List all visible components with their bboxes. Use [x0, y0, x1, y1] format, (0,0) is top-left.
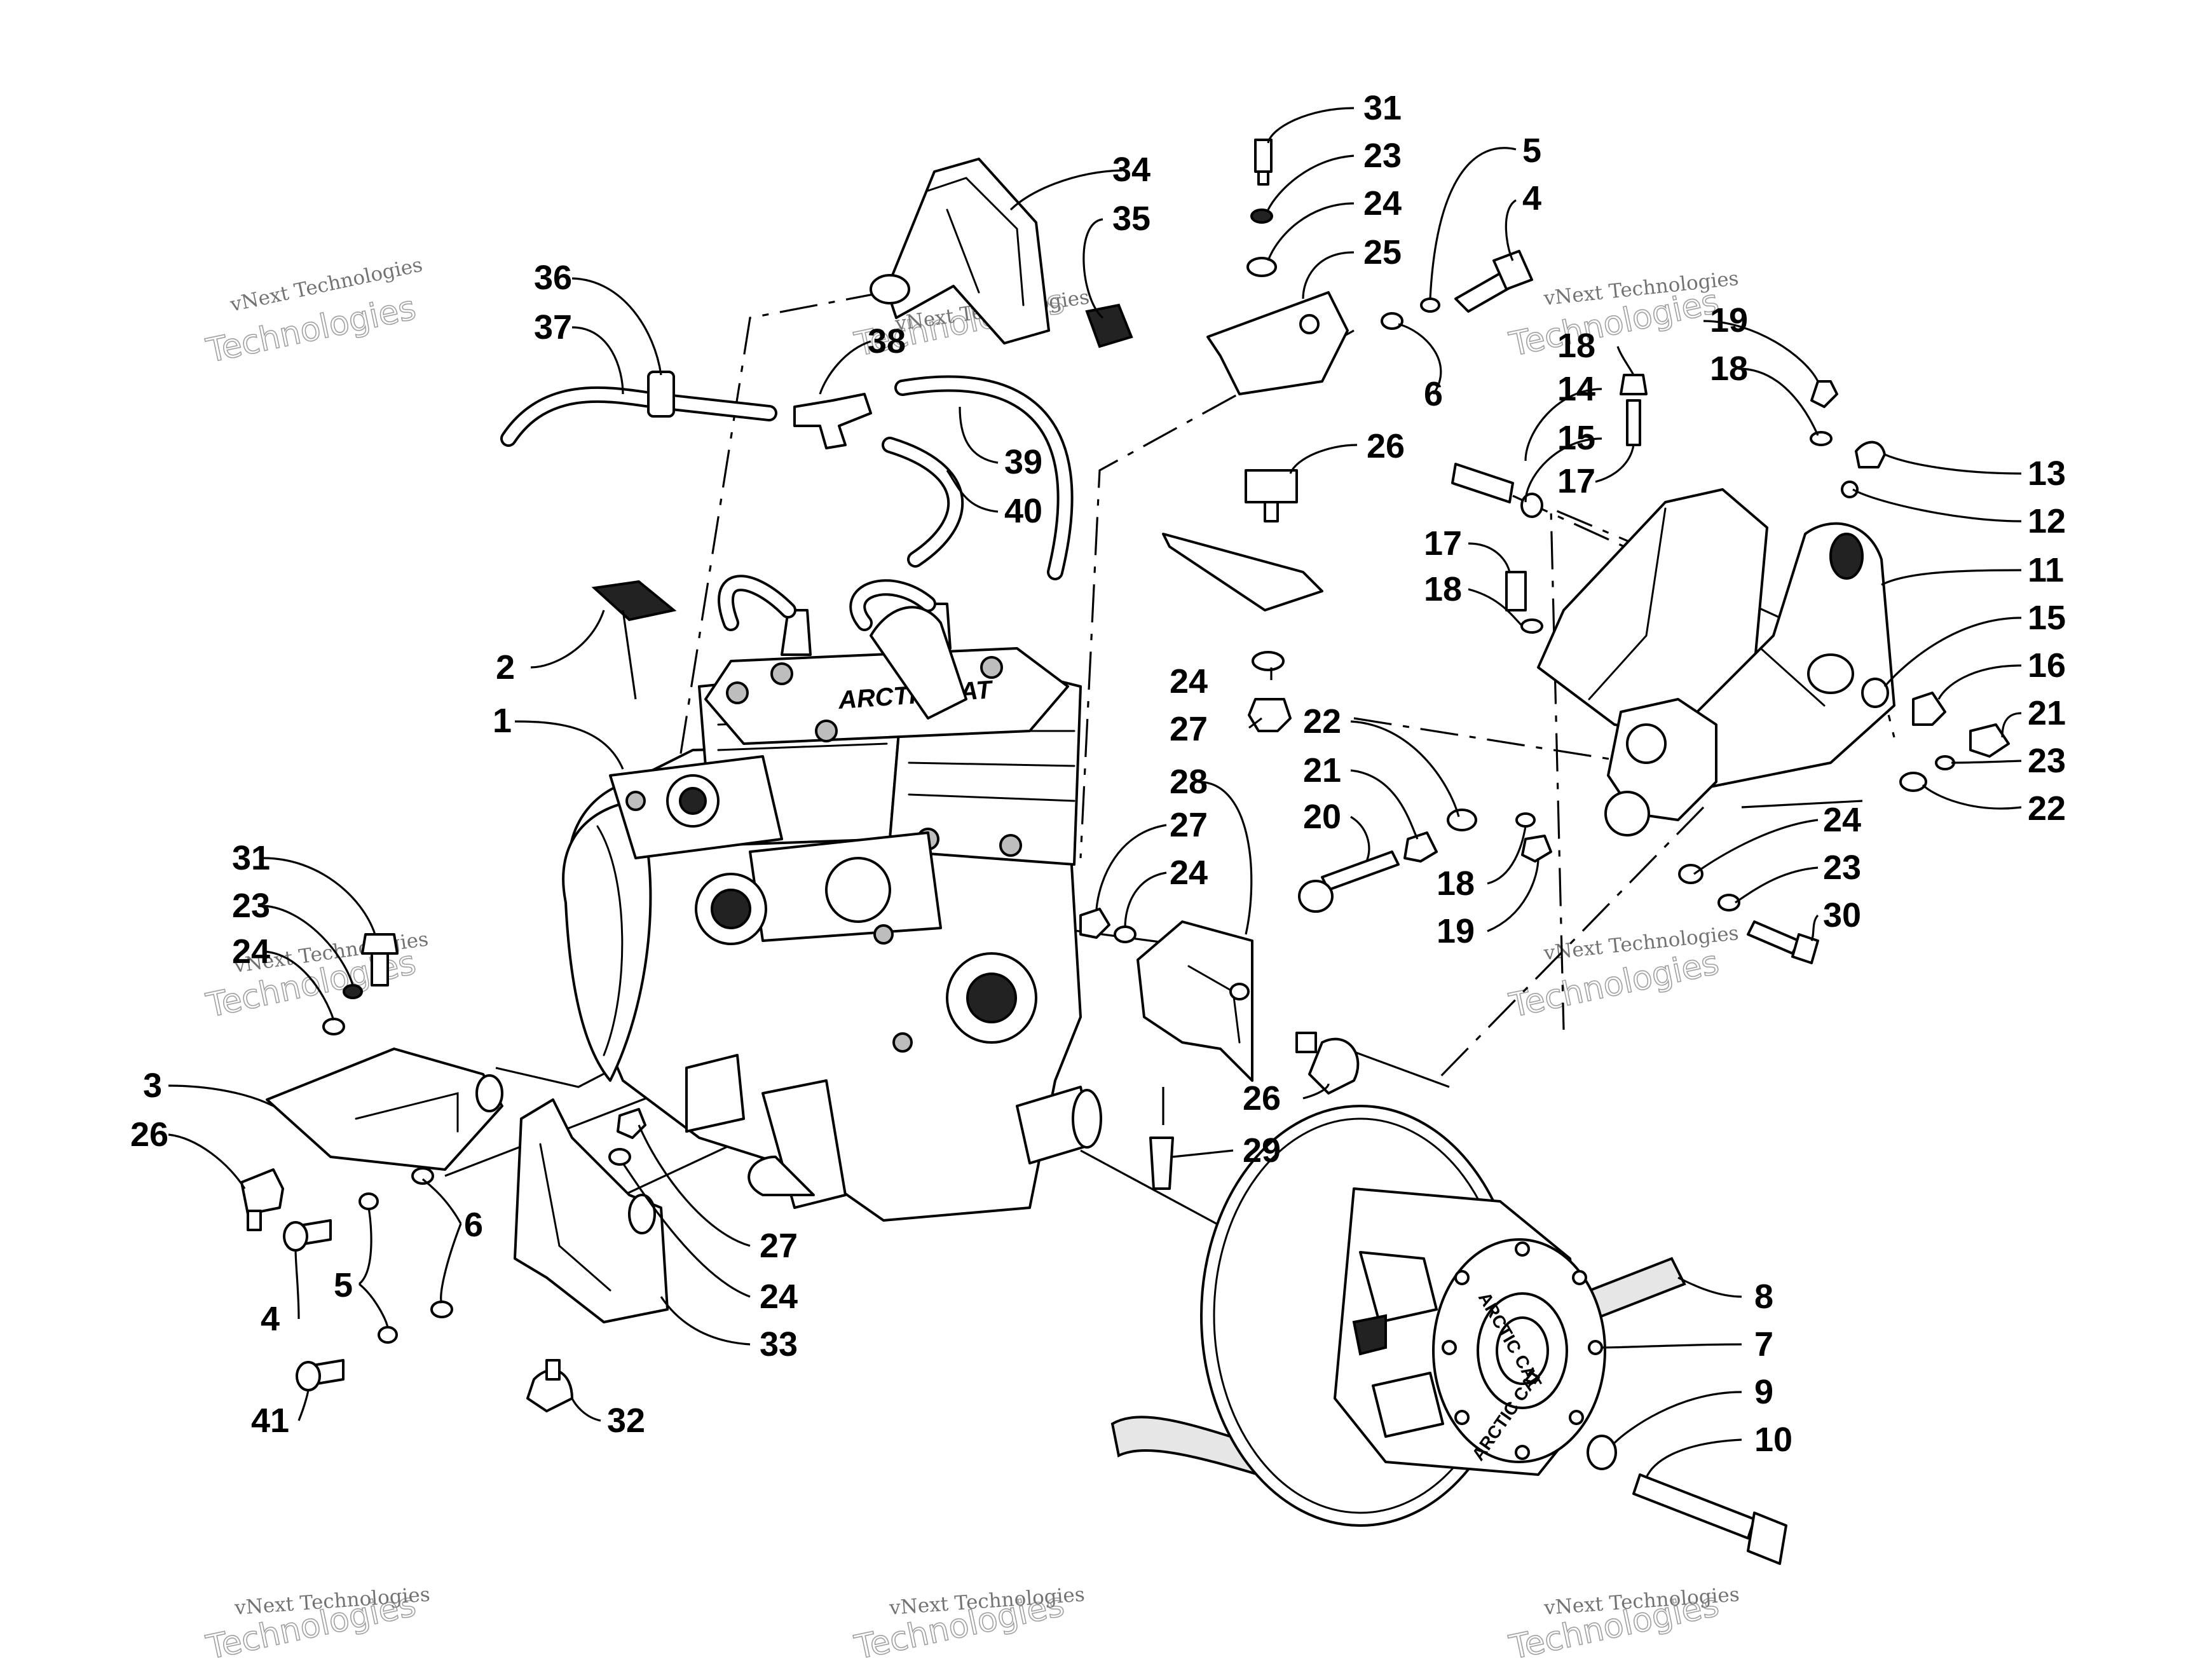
- callout-16: 16: [2028, 646, 2066, 685]
- callout-13: 13: [2028, 454, 2066, 493]
- callout-15: 15: [2028, 599, 2066, 637]
- callout-21: 21: [2028, 694, 2066, 732]
- callout-20: 20: [1303, 798, 1341, 836]
- callout-23: 23: [2028, 742, 2066, 780]
- callout-24: 24: [1823, 801, 1861, 839]
- callout-35: 35: [1112, 200, 1150, 238]
- callout-24: 24: [1363, 184, 1402, 222]
- callout-18: 18: [1437, 864, 1475, 903]
- callout-5: 5: [334, 1266, 353, 1304]
- callout-24: 24: [232, 932, 270, 971]
- callout-14: 14: [1557, 370, 1595, 408]
- callout-23: 23: [232, 887, 270, 925]
- callout-18: 18: [1424, 570, 1462, 608]
- callout-15: 15: [1557, 419, 1595, 457]
- callout-1: 1: [493, 702, 512, 740]
- callout-19: 19: [1437, 912, 1475, 950]
- callout-18: 18: [1710, 350, 1748, 388]
- recoil-cover-part: [870, 158, 1050, 345]
- callout-40: 40: [1004, 492, 1042, 530]
- callout-27: 27: [1170, 806, 1208, 844]
- exhaust-gasket-part: [591, 580, 677, 622]
- callout-11: 11: [2028, 551, 2064, 589]
- front-mount-bracket-3: [240, 933, 503, 1391]
- callout-17: 17: [1424, 524, 1462, 563]
- callout-25: 25: [1363, 233, 1402, 271]
- callout-18: 18: [1557, 327, 1595, 365]
- callout-41: 41: [251, 1402, 289, 1440]
- callout-6: 6: [1424, 375, 1443, 413]
- callout-12: 12: [2028, 502, 2066, 540]
- callout-38: 38: [868, 322, 906, 360]
- callout-33: 33: [760, 1325, 798, 1363]
- hoses-assembly: [500, 371, 1074, 580]
- callout-30: 30: [1823, 896, 1861, 934]
- callout-leaders: [168, 107, 2022, 1478]
- callout-24: 24: [1170, 662, 1208, 700]
- callout-17: 17: [1557, 462, 1595, 500]
- callout-2: 2: [496, 648, 515, 686]
- callout-labels: 31 23 24 25 5 4 6 26 24 27 34 35 36 37 3…: [130, 89, 2066, 1459]
- callout-37: 37: [534, 308, 572, 346]
- callout-4: 4: [261, 1300, 280, 1338]
- callout-23: 23: [1823, 849, 1861, 887]
- callout-28: 28: [1170, 763, 1208, 801]
- callout-9: 9: [1754, 1373, 1773, 1411]
- callout-29: 29: [1243, 1131, 1281, 1170]
- callout-4: 4: [1522, 179, 1541, 217]
- clip-part: [1085, 303, 1133, 348]
- callout-19: 19: [1710, 301, 1748, 339]
- upper-mount-bracket: [1162, 139, 1533, 732]
- callout-32: 32: [607, 1402, 645, 1440]
- callout-26: 26: [130, 1116, 168, 1154]
- callout-31: 31: [232, 839, 270, 877]
- callout-6: 6: [464, 1206, 483, 1244]
- callout-27: 27: [1170, 710, 1208, 748]
- callout-36: 36: [534, 259, 572, 297]
- drive-clutch-assembly: ARCTIC CAT ARCTIC CAT: [1110, 1105, 1787, 1565]
- callout-24: 24: [760, 1278, 798, 1316]
- callout-3: 3: [143, 1067, 162, 1105]
- callout-23: 23: [1363, 137, 1402, 175]
- callout-31: 31: [1363, 89, 1402, 127]
- callout-26: 26: [1367, 427, 1405, 465]
- engine-mount-bracket-28: [1079, 908, 1360, 1190]
- callout-26: 26: [1243, 1079, 1281, 1117]
- engine-assembly: ARCTIC CAT: [562, 575, 1102, 1222]
- callout-22: 22: [2028, 789, 2066, 828]
- callout-8: 8: [1754, 1278, 1773, 1316]
- callout-22: 22: [1303, 702, 1341, 741]
- lower-mount-bracket-33: [514, 1098, 669, 1412]
- callout-34: 34: [1112, 151, 1150, 189]
- callout-21: 21: [1303, 751, 1341, 789]
- callout-7: 7: [1754, 1325, 1773, 1363]
- callout-5: 5: [1522, 132, 1541, 170]
- callout-24: 24: [1170, 854, 1208, 892]
- callout-10: 10: [1754, 1421, 1792, 1459]
- rear-engine-plate: [1298, 374, 2010, 964]
- callout-39: 39: [1004, 443, 1042, 481]
- callout-27: 27: [760, 1227, 798, 1265]
